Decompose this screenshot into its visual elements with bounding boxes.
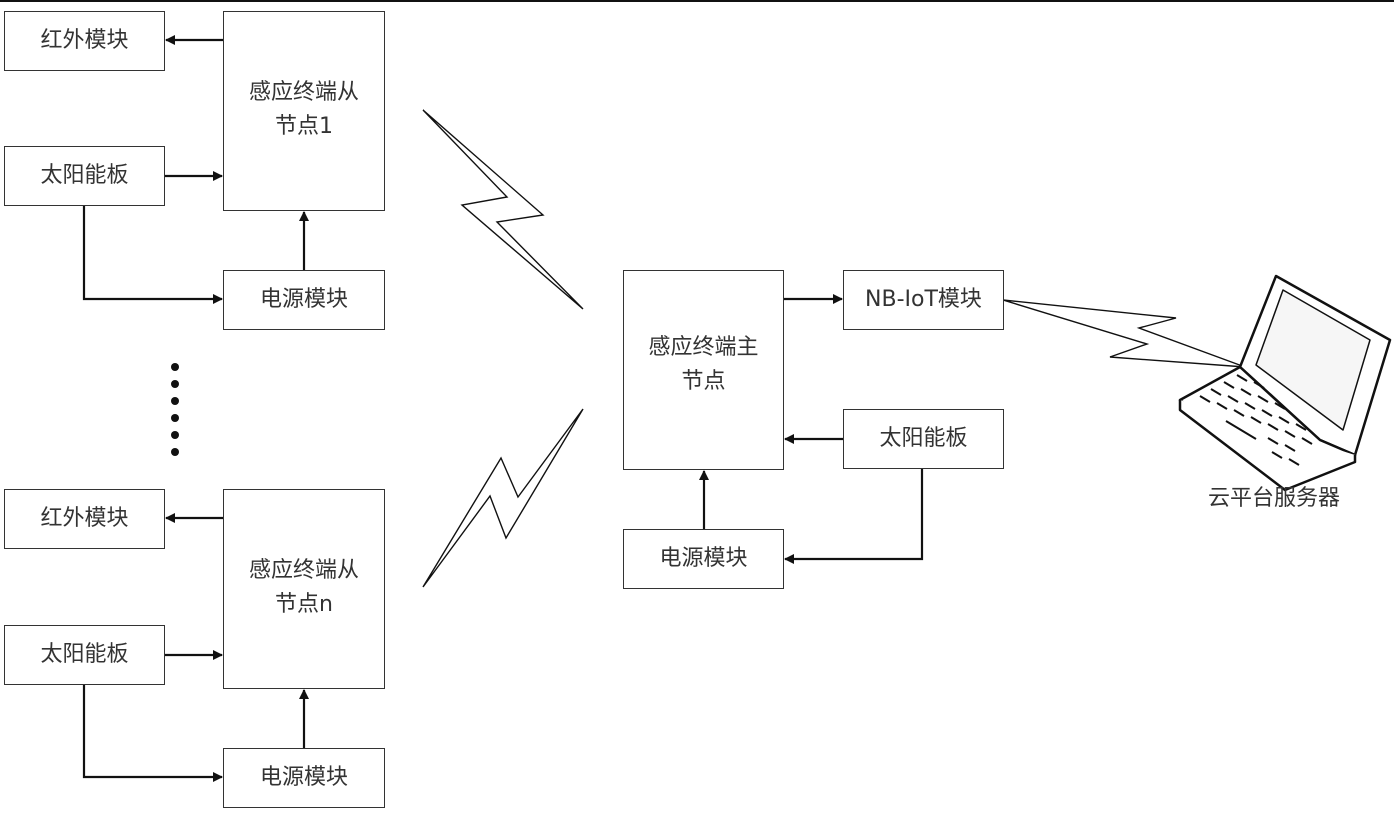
power-module-master-label: 电源模块 — [659, 546, 748, 571]
top-border-line — [0, 0, 1394, 2]
power-module-master: 电源模块 — [623, 529, 784, 589]
dot — [171, 431, 179, 439]
solar-panel-1: 太阳能板 — [4, 146, 165, 206]
lightning-bolt-icon-lower — [422, 408, 584, 588]
solar-panel-n: 太阳能板 — [4, 625, 165, 685]
infrared-module-n-label: 红外模块 — [40, 506, 129, 531]
solar-panel-master: 太阳能板 — [843, 409, 1004, 469]
nbiot-module: NB-IoT模块 — [843, 270, 1004, 330]
slave-node-1-title-line1: 感应终端从 — [248, 80, 359, 105]
laptop-icon — [1178, 274, 1392, 492]
dot — [171, 448, 179, 456]
power-module-1: 电源模块 — [223, 270, 385, 330]
power-module-n-label: 电源模块 — [259, 765, 348, 790]
lightning-bolt-icon-cloud — [1002, 299, 1246, 368]
dot — [171, 414, 179, 422]
infrared-module-n: 红外模块 — [4, 489, 165, 549]
slave-node-n-title-line2: 节点n — [275, 592, 333, 617]
infrared-module-1: 红外模块 — [4, 11, 165, 71]
power-module-n: 电源模块 — [223, 748, 385, 808]
sensing-master-node: 感应终端主 节点 — [623, 270, 784, 470]
dot — [171, 380, 179, 388]
solar-panel-1-label: 太阳能板 — [40, 163, 129, 188]
cloud-server-label: 云平台服务器 — [1208, 486, 1341, 511]
master-node-title-line2: 节点 — [681, 369, 726, 394]
slave-node-1-title-line2: 节点1 — [274, 114, 333, 139]
lightning-bolt-icon-upper — [422, 109, 584, 310]
slave-node-n-title-line1: 感应终端从 — [248, 558, 359, 583]
dot — [171, 397, 179, 405]
infrared-module-1-label: 红外模块 — [40, 28, 129, 53]
power-module-1-label: 电源模块 — [259, 287, 348, 312]
solar-panel-n-label: 太阳能板 — [40, 642, 129, 667]
sensing-slave-node-1: 感应终端从 节点1 — [223, 11, 385, 211]
arrow-solarn-to-powern — [82, 684, 223, 782]
sensing-slave-node-n: 感应终端从 节点n — [223, 489, 385, 689]
dot — [171, 363, 179, 371]
arrow-solar1-to-power1 — [82, 205, 223, 304]
solar-panel-master-label: 太阳能板 — [879, 426, 968, 451]
nbiot-module-label: NB-IoT模块 — [865, 287, 982, 312]
master-node-title-line1: 感应终端主 — [648, 335, 759, 360]
arrow-solar-to-power — [784, 468, 924, 564]
